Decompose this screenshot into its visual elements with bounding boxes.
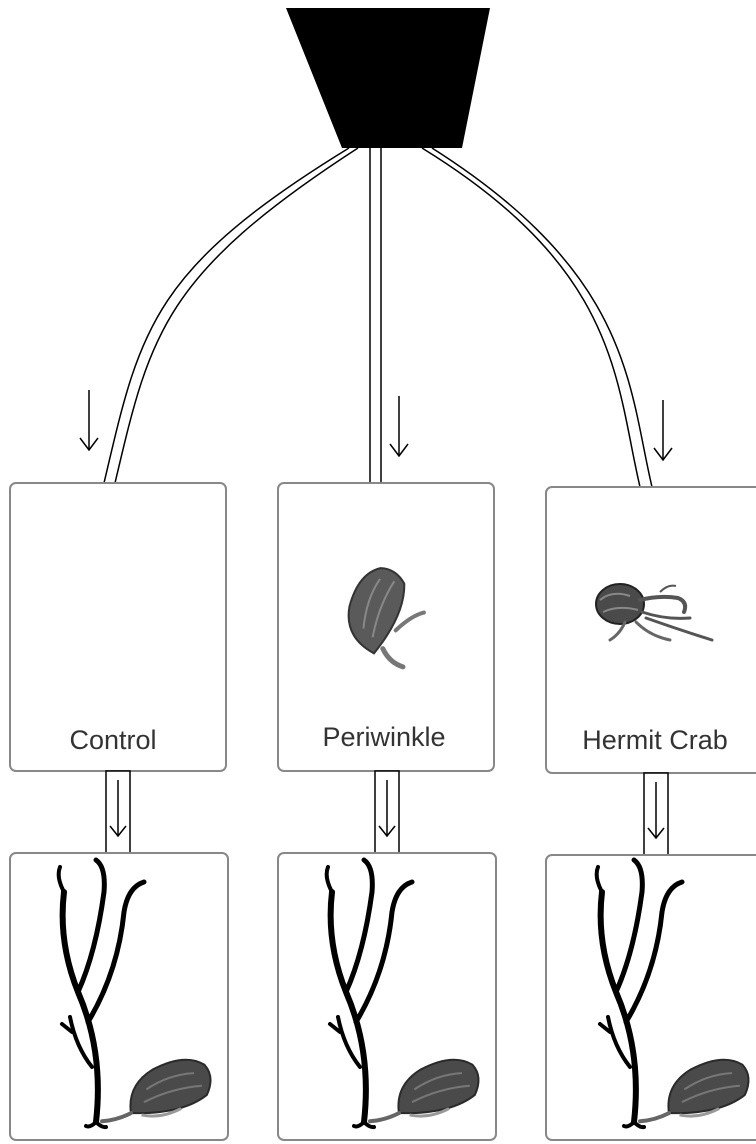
connector-pipe bbox=[644, 773, 668, 855]
flow-arrow-icon bbox=[654, 400, 672, 460]
chamber-label: Hermit Crab bbox=[582, 725, 728, 755]
connector-pipe bbox=[106, 771, 130, 853]
chamber-label: Control bbox=[69, 725, 156, 755]
tube-to-hermit-crab bbox=[422, 148, 652, 487]
water-source-icon bbox=[286, 8, 490, 148]
chamber-label: Periwinkle bbox=[322, 722, 445, 752]
connector-pipe bbox=[375, 771, 399, 853]
tube-to-periwinkle bbox=[370, 148, 381, 483]
flow-arrow-icon bbox=[80, 390, 98, 450]
tube-to-control bbox=[104, 148, 358, 483]
flow-arrow-icon bbox=[390, 396, 408, 456]
